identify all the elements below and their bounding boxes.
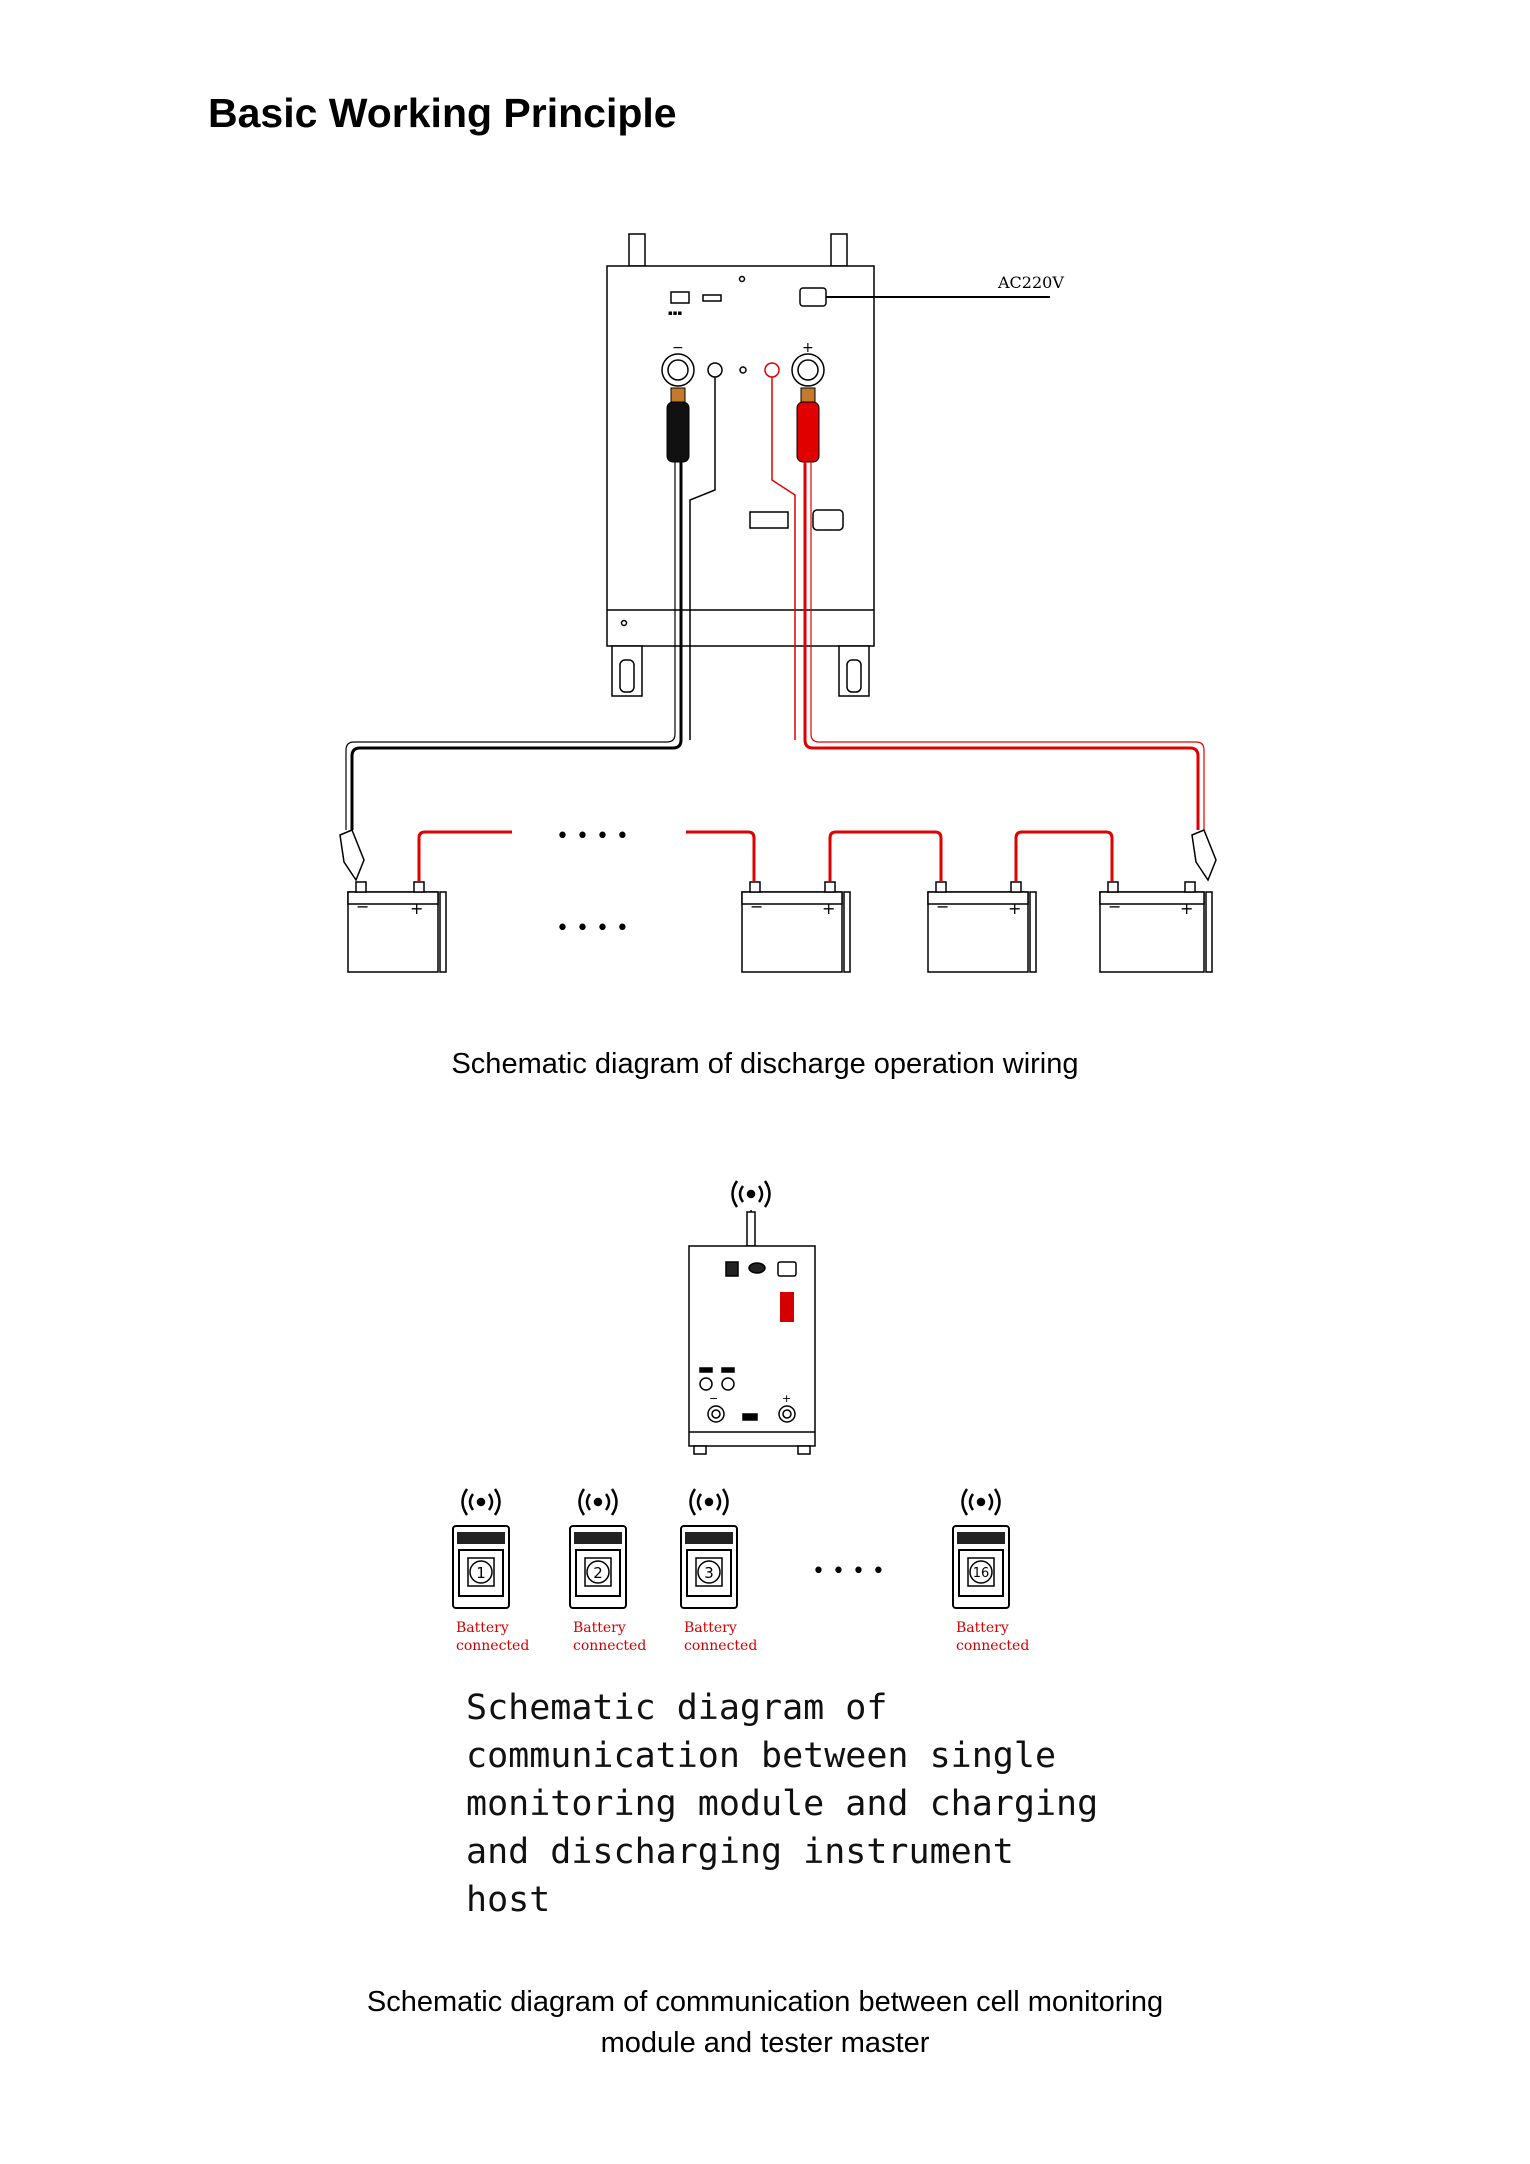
communication-diagram-caption: Schematic diagram of communication betwe… (0, 1982, 1530, 2064)
page-title: Basic Working Principle (208, 90, 677, 136)
caption-line: Schematic diagram of (466, 1688, 888, 1728)
battery-minus: − (1108, 897, 1121, 916)
battery-plus: + (410, 899, 423, 918)
module-status: Battery (456, 1620, 509, 1636)
battery-3 (927, 881, 1037, 973)
monitoring-module-1 (452, 1488, 510, 1609)
battery-minus: − (750, 897, 763, 916)
ellipsis-top: • • • • (556, 824, 629, 849)
battery-plus: + (1008, 899, 1021, 918)
negative-cable (345, 377, 716, 830)
negative-clamp (666, 387, 690, 463)
wireless-icon (461, 1488, 501, 1516)
ellipsis-bottom: • • • • (556, 916, 629, 941)
wireless-icon (961, 1488, 1001, 1516)
battery-2 (741, 881, 851, 973)
battery-string (347, 881, 1213, 973)
module-number: 1 (476, 1564, 486, 1582)
tester-host-unit (606, 233, 875, 697)
caption-line: and discharging instrument (466, 1832, 1014, 1872)
host-positive-mark: + (782, 1392, 791, 1405)
caption-line: Schematic diagram of communication betwe… (366, 1986, 1164, 2018)
wireless-icon (689, 1488, 729, 1516)
battery-links (417, 830, 1114, 882)
discharge-diagram-caption: Schematic diagram of discharge operation… (451, 1048, 1079, 1080)
monitoring-module-16 (952, 1488, 1010, 1609)
module-status: connected (684, 1638, 757, 1654)
port-label: ▪▪▪ (668, 309, 682, 317)
battery-end-clamps (339, 829, 1217, 882)
tester-host-small (688, 1210, 816, 1455)
monitoring-module-2 (569, 1488, 627, 1609)
module-status: Battery (956, 1620, 1009, 1636)
host-negative-mark: − (709, 1392, 718, 1405)
module-status: connected (573, 1638, 646, 1654)
monitoring-module-3 (680, 1488, 738, 1609)
battery-plus: + (1180, 899, 1193, 918)
battery-1 (347, 881, 447, 973)
module-ellipsis: • • • • (812, 1559, 885, 1584)
communication-inner-caption: Schematic diagram of communication betwe… (466, 1684, 1098, 1924)
positive-clamp (796, 387, 820, 463)
module-number: 2 (593, 1564, 603, 1582)
positive-terminal-mark: + (802, 340, 814, 356)
caption-line: monitoring module and charging (466, 1784, 1099, 1824)
module-status: Battery (573, 1620, 626, 1636)
module-status: connected (956, 1638, 1029, 1654)
module-number: 16 (973, 1566, 990, 1581)
module-status: Battery (684, 1620, 737, 1636)
wireless-icon (578, 1488, 618, 1516)
module-status: connected (456, 1638, 529, 1654)
caption-line: host (466, 1880, 551, 1920)
module-number: 3 (704, 1564, 714, 1582)
wireless-icon (731, 1180, 771, 1208)
caption-line: module and tester master (600, 2027, 930, 2059)
positive-cable (771, 377, 1205, 830)
caption-line: communication between single (466, 1736, 1057, 1776)
battery-minus: − (936, 897, 949, 916)
battery-4 (1099, 881, 1213, 973)
ac-power-label: AC220V (997, 273, 1064, 292)
battery-minus: − (356, 897, 369, 916)
negative-terminal-mark: − (672, 340, 684, 356)
battery-plus: + (822, 899, 835, 918)
